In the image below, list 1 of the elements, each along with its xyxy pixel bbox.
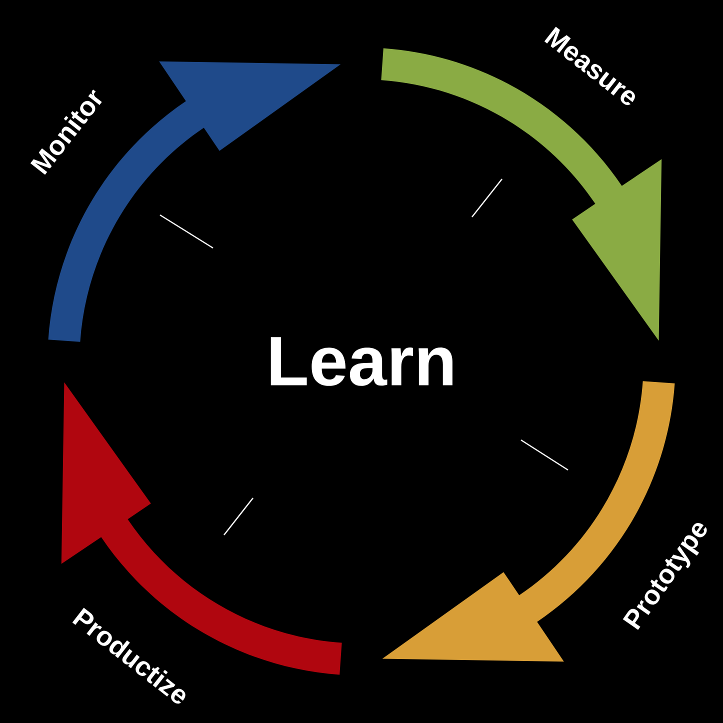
center-title: Learn xyxy=(270,337,452,386)
